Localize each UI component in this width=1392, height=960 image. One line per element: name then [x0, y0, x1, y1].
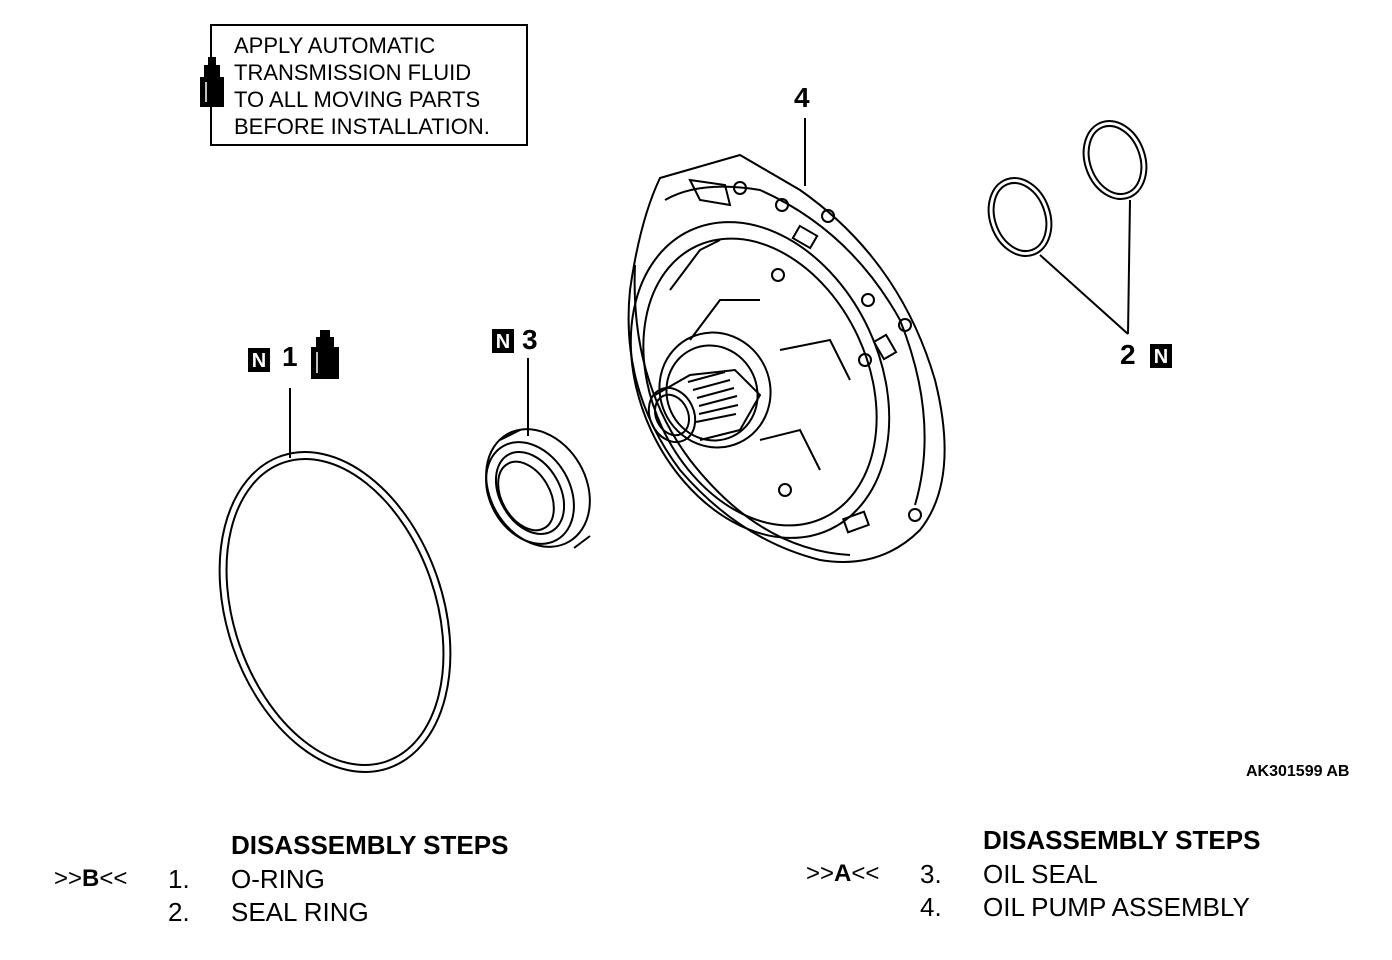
steps-left-ref: >>B<< — [54, 865, 128, 892]
new-part-mark-2: N — [1150, 344, 1172, 368]
new-part-mark-3: N — [492, 329, 514, 353]
note-line-3: TO ALL MOVING PARTS — [234, 87, 481, 112]
seal-ring-drawing — [987, 120, 1148, 257]
step-2-text: SEAL RING — [231, 897, 369, 927]
leader-line-2a — [1039, 254, 1129, 335]
o-ring-drawing — [218, 451, 452, 773]
note-fluid-bottle-icon — [200, 57, 224, 107]
note-box: APPLY AUTOMATIC TRANSMISSION FLUID TO AL… — [210, 24, 528, 146]
steps-left-title: DISASSEMBLY STEPS — [231, 830, 509, 860]
note-line-2: TRANSMISSION FLUID — [234, 60, 472, 85]
callout-1-fluid-bottle-icon — [311, 330, 339, 379]
step-2-number: 2. — [168, 897, 190, 927]
new-part-mark-1: N — [248, 348, 270, 372]
callout-1: 1 — [282, 341, 298, 372]
step-4-text: OIL PUMP ASSEMBLY — [983, 892, 1250, 922]
oil-pump-assembly-drawing — [627, 153, 946, 563]
steps-right-title: DISASSEMBLY STEPS — [983, 825, 1261, 855]
callout-2: 2 — [1120, 339, 1136, 370]
step-4-number: 4. — [920, 892, 942, 922]
note-line-4: BEFORE INSTALLATION. — [234, 114, 490, 139]
oil-seal-drawing — [485, 428, 591, 549]
step-3-text: OIL SEAL — [983, 859, 1098, 889]
figure-code: AK301599 AB — [1246, 763, 1350, 780]
callout-4: 4 — [794, 82, 810, 113]
note-line-1: APPLY AUTOMATIC — [234, 33, 436, 58]
step-3-number: 3. — [920, 859, 942, 889]
callout-3: 3 — [522, 324, 538, 355]
steps-right-ref: >>A<< — [806, 860, 880, 887]
leader-line-2b — [1127, 199, 1131, 335]
step-1-number: 1. — [168, 864, 190, 894]
step-1-text: O-RING — [231, 864, 325, 894]
